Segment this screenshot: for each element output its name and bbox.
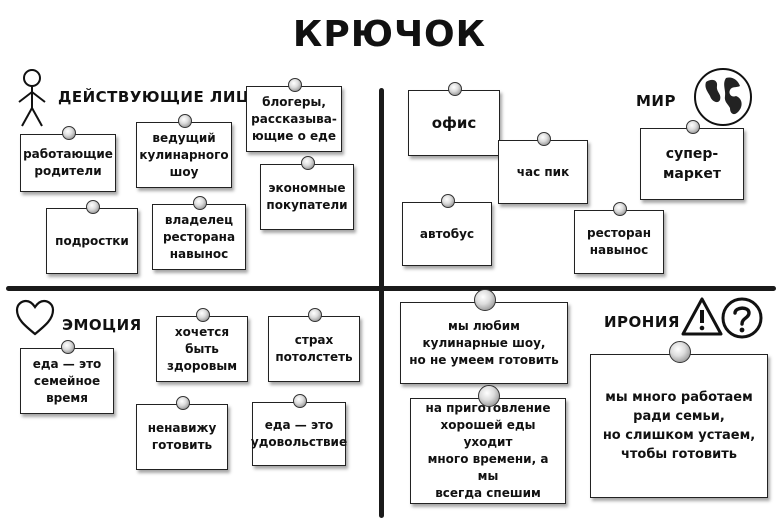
note-economical-buyers: экономные покупатели (260, 156, 354, 230)
note-love-cooking-shows: мы любим кулинарные шоу, но не умеем гот… (400, 289, 568, 384)
note-rush-hour: час пик (498, 132, 588, 204)
note-cooking-takes-time: на приготовление хорошей еды уходит мног… (410, 385, 566, 504)
note-working-parents: работающие родители (20, 126, 116, 192)
vertical-axis (379, 88, 384, 518)
note-hate-cooking: ненавижу готовить (136, 396, 228, 470)
note-supermarket: супер- маркет (640, 120, 744, 200)
note-takeaway-restaurant: ресторан навынос (574, 202, 664, 274)
note-food-bloggers: блогеры, рассказыва- ющие о еде (246, 78, 342, 152)
note-want-to-be-healthy: хочется быть здоровым (156, 308, 248, 382)
note-food-is-pleasure: еда — это удовольствие (251, 394, 347, 466)
stick-figure-icon (18, 69, 46, 127)
note-fear-of-gaining-weight: страх потолстеть (268, 308, 360, 382)
warning-icon (681, 297, 723, 336)
note-takeaway-owner: владелец ресторана навынос (152, 196, 246, 270)
quadrant-label-irony: ИРОНИЯ (604, 313, 680, 331)
horizontal-axis (6, 286, 776, 291)
question-icon (721, 297, 763, 339)
quadrant-label-world: МИР (636, 92, 676, 110)
globe-icon (694, 68, 752, 126)
page-title: КРЮЧОК (292, 14, 487, 55)
note-work-for-family: мы много работаем ради семьи, но слишком… (590, 341, 768, 498)
note-food-is-family-time: еда — это семейное время (20, 340, 114, 414)
note-office: офис (408, 82, 500, 156)
quadrant-label-characters: ДЕЙСТВУЮЩИЕ ЛИЦА (58, 88, 263, 106)
heart-icon (15, 299, 55, 336)
quadrant-label-emotion: ЭМОЦИЯ (62, 316, 142, 334)
note-bus: автобус (402, 194, 492, 266)
note-teenagers: подростки (46, 200, 138, 274)
note-cooking-show-host: ведущий кулинарного шоу (136, 114, 232, 188)
